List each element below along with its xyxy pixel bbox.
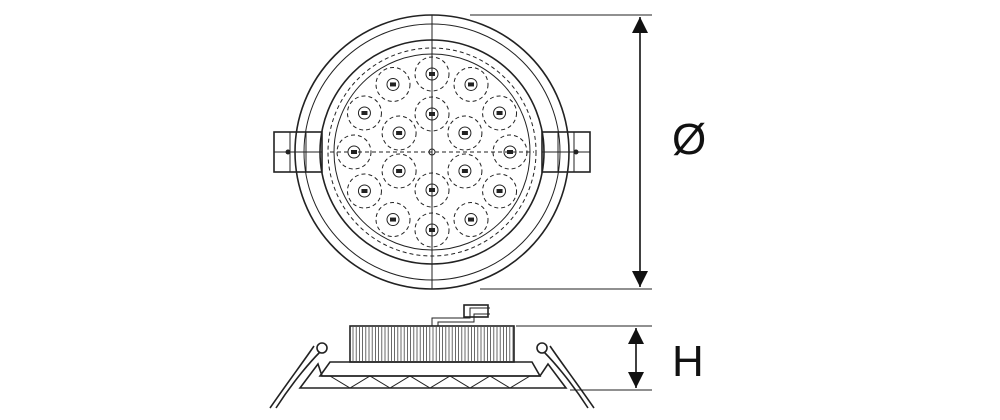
top-view [273, 14, 591, 290]
diameter-label: Ø [672, 115, 707, 164]
led-10 [453, 202, 489, 238]
led-2 [447, 153, 483, 189]
right-spring-pivot [536, 342, 548, 354]
lens-hatch [329, 375, 531, 389]
left-spring-pivot [316, 342, 328, 354]
wire [431, 307, 490, 326]
connector [463, 304, 489, 318]
trim-flange [298, 362, 568, 389]
led-15 [346, 95, 382, 131]
led-9 [482, 173, 518, 209]
left-spring [275, 351, 321, 409]
right-clip [541, 131, 591, 173]
right-spring-inner [549, 345, 595, 409]
led-17 [414, 56, 450, 92]
led-7 [447, 115, 483, 151]
height-label: H [672, 337, 704, 386]
led-4 [381, 153, 417, 189]
led-18 [453, 66, 489, 102]
led-5 [381, 115, 417, 151]
heatsink-fins [352, 327, 514, 361]
side-view [269, 304, 595, 409]
led-3 [414, 172, 450, 208]
body [318, 361, 542, 377]
led-13 [346, 173, 382, 209]
led-6 [414, 96, 450, 132]
led-array [336, 56, 528, 248]
left-spring-inner [269, 345, 315, 409]
diameter-dimension [470, 14, 652, 290]
led-1 [428, 148, 436, 156]
led-11 [414, 212, 450, 248]
heatsink [349, 325, 515, 363]
led-14 [336, 134, 372, 170]
right-spring [543, 351, 589, 409]
left-clip [273, 131, 323, 173]
led-8 [492, 134, 528, 170]
led-12 [375, 202, 411, 238]
led-19 [482, 95, 518, 131]
led-16 [375, 66, 411, 102]
height-dimension [516, 325, 652, 391]
wire-2 [437, 313, 490, 326]
